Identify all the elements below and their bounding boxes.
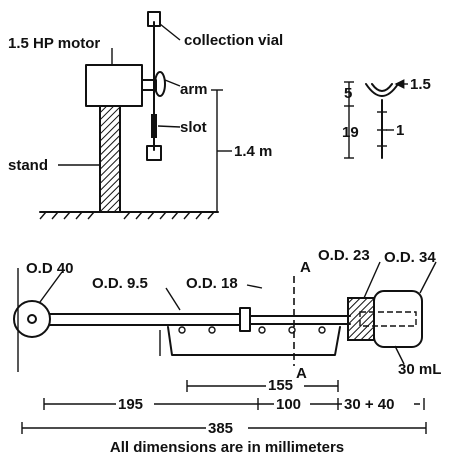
leader-od34 — [419, 261, 437, 294]
label-dim-1: 1 — [396, 122, 404, 139]
leader-30ml — [394, 345, 405, 365]
label-height: 1.4 m — [234, 143, 272, 160]
label-section-a-top: A — [300, 259, 311, 276]
label-slot: slot — [180, 119, 207, 136]
label-od18: O.D. 18 — [186, 275, 238, 292]
collar-od18 — [239, 307, 251, 332]
collection-vial-top — [147, 11, 161, 27]
holder-od23 — [347, 297, 375, 341]
slot-cup-inner — [371, 83, 393, 92]
vial-inner — [359, 311, 417, 327]
motor-assembly — [39, 11, 232, 220]
label-section-a-bottom: A — [296, 365, 307, 382]
rotor-section — [13, 261, 437, 372]
label-dim195: 195 — [118, 396, 143, 413]
leader-od23 — [363, 261, 381, 299]
label-dim-19: 19 — [342, 124, 359, 141]
label-dim-5: 5 — [344, 85, 352, 102]
leader-od95 — [165, 287, 181, 311]
tray-holes — [178, 326, 326, 334]
label-collection-vial: collection vial — [184, 32, 283, 49]
label-dim100: 100 — [276, 396, 301, 413]
label-od95: O.D. 9.5 — [92, 275, 148, 292]
label-motor: 1.5 HP motor — [8, 35, 100, 52]
ground-hatch — [39, 211, 215, 220]
label-30ml: 30 mL — [398, 361, 441, 378]
vial-od34 — [373, 290, 423, 348]
label-dim385: 385 — [208, 420, 233, 437]
label-dim155: 155 — [268, 377, 293, 394]
leader-vial — [159, 23, 181, 41]
hub-bore — [27, 314, 37, 324]
leader-arm — [164, 79, 181, 87]
label-arm: arm — [180, 81, 208, 98]
tray — [167, 326, 341, 356]
dim30-40-gap — [342, 396, 414, 410]
dim155-gap — [266, 378, 304, 392]
arm-slot — [151, 114, 157, 138]
stand-post — [99, 105, 121, 213]
footnote: All dimensions are in millimeters — [110, 439, 344, 456]
slot-detail — [344, 79, 408, 159]
label-od23: O.D. 23 — [318, 247, 370, 264]
hub-disc — [13, 300, 51, 338]
leader-od40 — [39, 271, 63, 303]
dim385-gap — [206, 420, 248, 434]
dim195-gap — [116, 396, 154, 410]
label-od40: O.D 40 — [26, 260, 74, 277]
label-dim30-40: 30 + 40 — [344, 396, 394, 413]
collection-vial-bottom — [146, 145, 162, 161]
label-dim-1-5: 1.5 — [410, 76, 431, 93]
leader-od18 — [246, 284, 263, 289]
leader-slot — [157, 125, 181, 128]
arm-hub — [154, 71, 166, 97]
dim100-gap — [274, 396, 310, 410]
label-od34: O.D. 34 — [384, 249, 436, 266]
label-stand: stand — [8, 157, 48, 174]
motor-body — [85, 64, 143, 107]
